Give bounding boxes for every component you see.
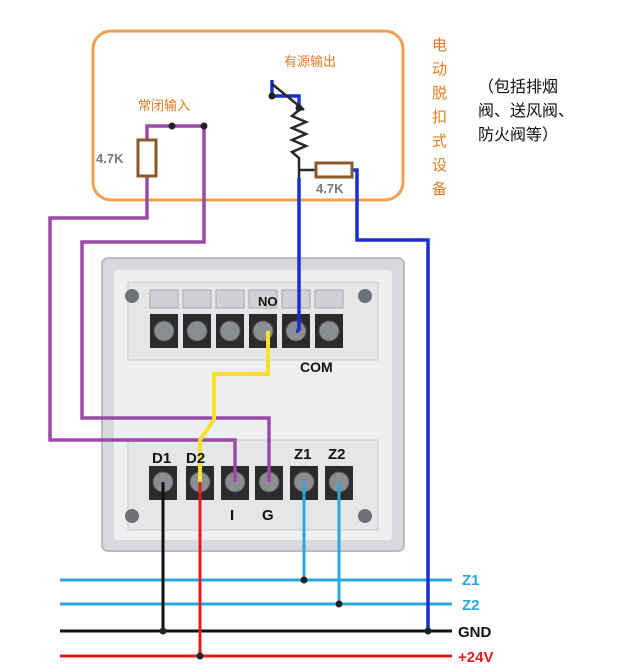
bus-lines <box>60 578 452 658</box>
resistor-right-icon <box>314 161 354 179</box>
device-title-char: 备 <box>432 180 447 198</box>
resistor-left-icon <box>136 138 158 178</box>
module-plate <box>101 257 405 552</box>
note-line: 阀、送风阀、 <box>478 101 574 120</box>
resistor-left-label: 4.7K <box>96 151 124 166</box>
device-box <box>91 29 405 202</box>
bus-z1-label: Z1 <box>462 572 480 589</box>
switch-contact-icon <box>168 122 176 130</box>
yellow-wire <box>198 331 270 482</box>
device-title-char: 电 <box>432 36 447 54</box>
bus-z2-label: Z2 <box>462 597 480 614</box>
com-label: COM <box>300 359 333 375</box>
no-label: NO <box>258 294 278 309</box>
terminal-screw-icon <box>318 320 340 342</box>
screw-icon <box>125 509 139 523</box>
switch-contact-icon <box>200 122 208 130</box>
note-text: （包括排烟 阀、送风阀、 防火阀等） <box>478 77 574 144</box>
terminal-label-z2: Z2 <box>328 446 346 463</box>
bus-24v-label: +24V <box>458 649 493 666</box>
bus-gnd-label: GND <box>458 624 492 641</box>
purple-wires <box>48 124 271 482</box>
junction-dot-icon <box>196 652 204 660</box>
terminal-label-z1: Z1 <box>294 446 312 463</box>
device-title-char: 式 <box>432 132 447 150</box>
resistor-right-label: 4.7K <box>316 181 344 196</box>
junction-dot-icon <box>159 627 167 635</box>
terminal-screw-icon <box>219 320 241 342</box>
output-contact-icon <box>268 92 276 100</box>
active-output-label: 有源输出 <box>284 54 336 70</box>
screw-icon <box>358 289 372 303</box>
terminal-label-g: G <box>262 507 274 524</box>
terminal-label-d2: D2 <box>186 450 205 467</box>
device-title-char: 扣 <box>432 108 447 126</box>
terminal-label-i: I <box>230 507 234 524</box>
terminal-screw-icon <box>186 320 208 342</box>
note-line: （包括排烟 <box>478 77 558 96</box>
terminal-screw-icon <box>153 320 175 342</box>
junction-dot-icon <box>300 576 308 584</box>
note-line: 防火阀等） <box>478 125 558 144</box>
output-contact-icon <box>295 104 303 112</box>
relay-coil-icon <box>271 83 316 178</box>
device-title-char: 设 <box>432 156 447 174</box>
device-title-char: 脱 <box>432 84 447 102</box>
terminal-label-d1: D1 <box>152 450 171 467</box>
device-title: 电 动 脱 扣 式 设 备 <box>432 36 447 198</box>
screw-icon <box>125 289 139 303</box>
junction-dot-icon <box>424 627 432 635</box>
device-title-char: 动 <box>432 60 447 78</box>
screw-icon <box>358 509 372 523</box>
nc-input-label: 常闭输入 <box>138 98 190 114</box>
junction-dot-icon <box>335 600 343 608</box>
